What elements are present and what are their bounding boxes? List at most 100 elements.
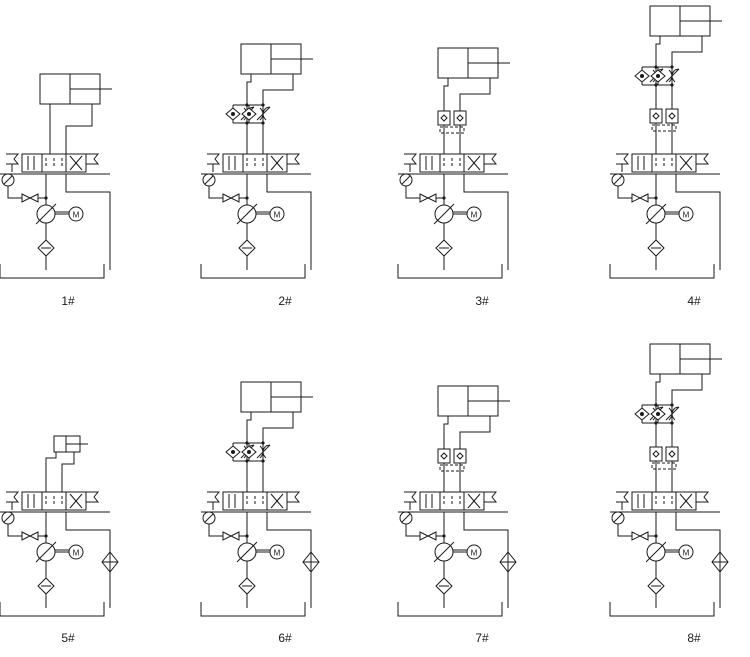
cross-path: [270, 155, 284, 171]
suction-filter: [37, 239, 55, 270]
shutoff-valve-icon: [631, 193, 649, 203]
throttle-arrowhead: [265, 106, 271, 109]
suction-filter: [37, 577, 55, 608]
lock-valve-body: [437, 448, 451, 464]
lock-valve-body: [453, 448, 467, 464]
spring-right-symbol: [86, 491, 100, 503]
throttle-valve: [665, 406, 680, 421]
gauge-needle: [613, 175, 623, 185]
suction-filter: [238, 577, 256, 608]
pressure-line: [1, 511, 48, 546]
motor-symbol-label: M: [471, 211, 478, 220]
tank-return-line: [463, 512, 509, 552]
junction-dot: [245, 103, 249, 107]
spring-left-symbol: [207, 153, 221, 165]
pressure-line: [399, 173, 446, 208]
check-valve: [225, 107, 241, 121]
one-way-throttle-valve-pair: [225, 441, 271, 463]
motor-symbol-label: M: [274, 211, 281, 220]
lock-valve-seat: [668, 450, 676, 458]
hydraulic-lock: [437, 110, 467, 134]
cylinder-port-b-line: [671, 36, 703, 154]
tank-return-line: [675, 512, 721, 552]
pressure-line: [399, 511, 446, 546]
pressure-line: [1, 173, 48, 208]
pilot-line: [439, 126, 465, 134]
suction-filter: [435, 577, 453, 608]
pilot-line: [439, 464, 465, 472]
cylinder-port-a-line: [45, 452, 57, 492]
circuit-label-7: 7#: [475, 631, 489, 645]
hydraulic-lock-valve: [649, 108, 663, 124]
throttle-arrow: [256, 444, 271, 459]
return-line: [463, 174, 509, 270]
valve-position-left: [222, 491, 244, 511]
throttle-valve: [256, 106, 271, 121]
pump-motor-unit: M: [645, 541, 694, 578]
check-valve: [241, 445, 257, 459]
pump-motor-unit: M: [433, 203, 482, 240]
gauge-needle: [613, 513, 623, 523]
hydraulic-lock-valve: [437, 110, 451, 126]
directional-valve: [398, 491, 508, 513]
cross-path: [69, 493, 83, 509]
return-line: [65, 512, 119, 608]
hydraulic-lock-valve: [453, 448, 467, 464]
pump-motor-unit: M: [433, 541, 482, 578]
motor-symbol-label: M: [683, 549, 690, 558]
motor-symbol-label: M: [471, 549, 478, 558]
reservoir-tank: [609, 602, 715, 617]
pump-motor-unit: M: [35, 541, 84, 578]
lock-valve-body: [453, 110, 467, 126]
junction-dot: [245, 459, 249, 463]
pilot-line: [651, 462, 677, 470]
throttle-arrowhead: [265, 444, 271, 447]
return-line: [463, 512, 517, 608]
throttle-valve: [665, 68, 680, 83]
suction-filter: [647, 577, 665, 608]
gauge-needle: [3, 513, 13, 523]
reservoir-tank: [0, 264, 105, 279]
cross-path: [467, 155, 481, 171]
hydraulic-cylinder: [649, 5, 722, 154]
hydraulic-cylinder: [437, 47, 510, 154]
pump-motor-unit: M: [35, 203, 84, 240]
electric-motor-icon: [678, 544, 694, 560]
lock-valve-body: [665, 108, 679, 124]
circuit-label-2: 2#: [278, 294, 292, 308]
pump-variable-arrow: [433, 203, 455, 225]
check-valve: [650, 407, 666, 421]
pump-variable-arrow: [236, 203, 258, 225]
spring-right-symbol: [86, 153, 100, 165]
junction-dot: [245, 441, 249, 445]
reservoir-tank: [397, 264, 503, 279]
throttle-arrowhead: [249, 106, 255, 109]
valve-position-left: [21, 491, 43, 511]
circuit-label-6: 6#: [278, 631, 292, 645]
reservoir-tank: [200, 602, 306, 617]
pump-motor-unit: M: [645, 203, 694, 240]
spring-right-symbol: [696, 491, 710, 503]
electric-motor-icon: [466, 544, 482, 560]
electric-motor-icon: [68, 206, 84, 222]
junction-dot: [261, 103, 265, 107]
return-line: [266, 174, 312, 270]
cylinder-port-b-line: [65, 104, 93, 154]
lock-valve-seat: [440, 114, 448, 122]
shutoff-valve-icon: [21, 531, 39, 541]
junction-dot: [654, 421, 658, 425]
check-valve-ball: [231, 112, 235, 116]
circuit-label-1: 1#: [61, 294, 75, 308]
valve-position-left: [21, 153, 43, 173]
junction-dot: [654, 403, 658, 407]
hydraulic-cylinder: [437, 385, 510, 492]
hydraulic-cylinder: [240, 43, 313, 154]
pump-variable-arrow: [645, 203, 667, 225]
junction-dot: [670, 83, 674, 87]
throttle-arrowhead: [674, 406, 680, 409]
pump-variable-arrow: [236, 541, 258, 563]
circuit-6: M: [200, 381, 320, 617]
circuit-label-3: 3#: [475, 294, 489, 308]
